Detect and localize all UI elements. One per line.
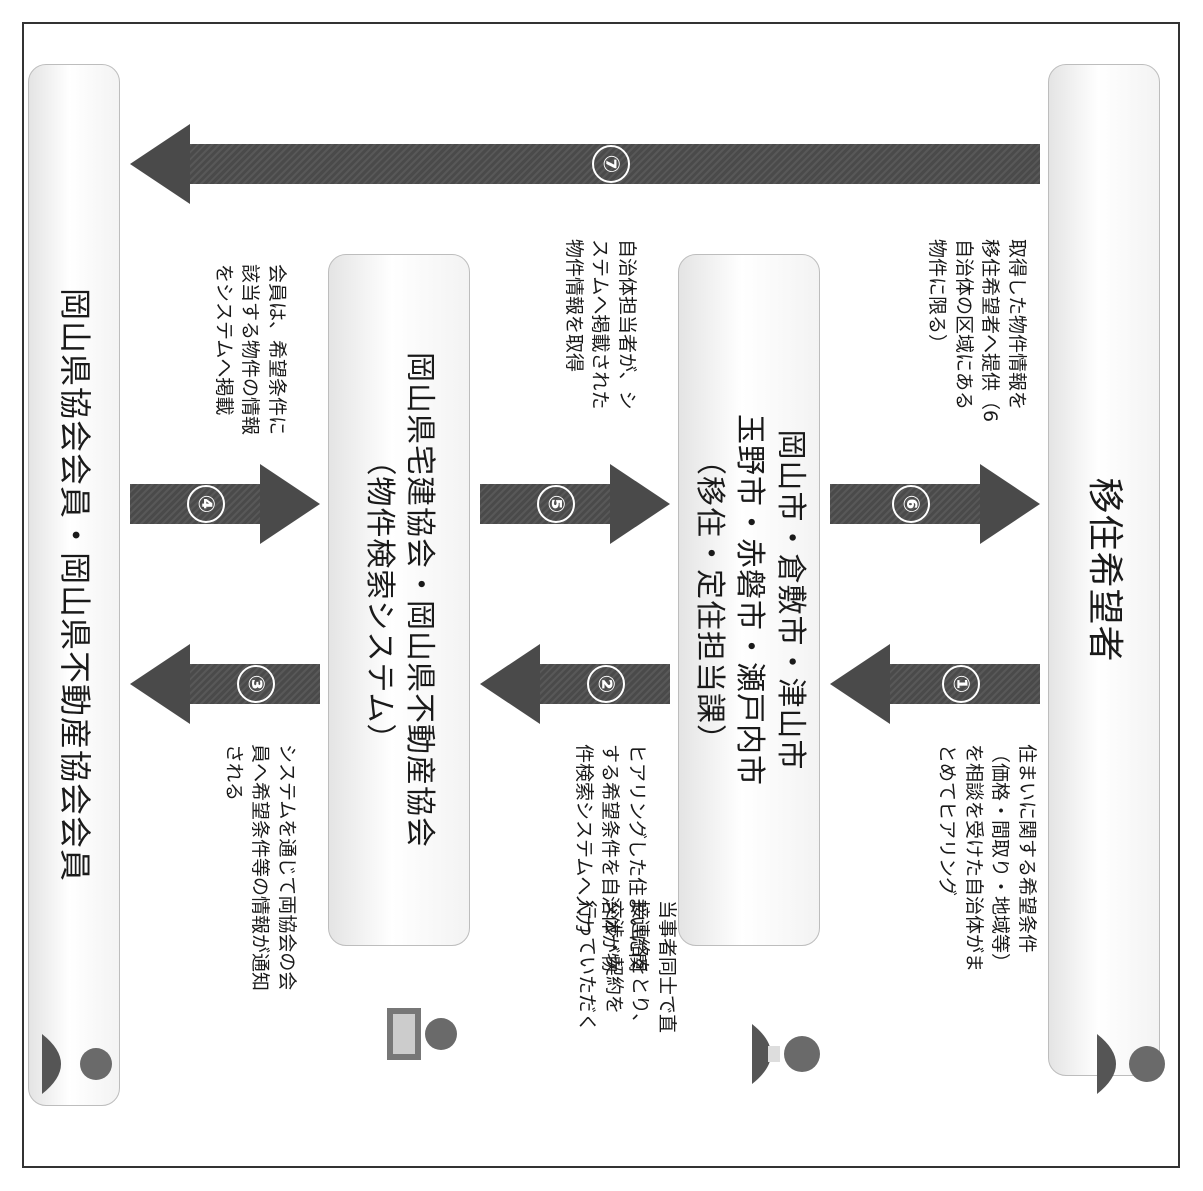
- step-5-number: ⑤: [537, 485, 575, 523]
- box-system-label: 岡山県宅建協会・岡山県不動産協会 （物件検索システム）: [362, 352, 438, 848]
- step-4-note: 会員は、希望条件に 該当する物件の情報 をシステムへ掲載: [212, 264, 288, 436]
- diagram-frame: 移住希望者 岡山市・倉敷市・津山市 玉野市・赤磐市・瀬戸内市 （移住・定住担当課…: [22, 22, 1180, 1168]
- box-municipal-label: 岡山市・倉敷市・津山市 玉野市・赤磐市・瀬戸内市 （移住・定住担当課）: [691, 414, 808, 786]
- step-6-number: ⑥: [892, 485, 930, 523]
- step-7-note-visible: 当事者同士で直 接連絡をとり、 交渉・契約を 行っていただく: [576, 900, 678, 1034]
- box-members-label: 岡山県協会会員・岡山県不動産協会会員: [55, 287, 94, 882]
- arrow-step-6: ⑥: [830, 464, 1040, 544]
- box-system: 岡山県宅建協会・岡山県不動産協会 （物件検索システム）: [328, 254, 470, 946]
- box-applicant-label: 移住希望者: [1084, 477, 1126, 663]
- step-7-number: ⑦: [592, 145, 630, 183]
- arrow-step-4: ④: [130, 464, 320, 544]
- person-computer-icon: [387, 1008, 457, 1060]
- box-applicant: 移住希望者: [1048, 64, 1160, 1076]
- arrow-step-5: ⑤: [480, 464, 670, 544]
- person-staff-icon: [752, 1024, 820, 1084]
- step-5-note: 自治体担当者が、シ ステムへ掲載された 物件情報を取得: [562, 239, 638, 410]
- step-3-number: ③: [237, 665, 275, 703]
- arrow-step-7: ⑦: [130, 124, 1040, 204]
- step-2-number: ②: [587, 665, 625, 703]
- step-1-note: 住まいに関する希望条件 （価格・間取り・地域等） を相談を受けた自治体がま とめ…: [936, 744, 1038, 973]
- person-applicant-icon: [1097, 1034, 1165, 1094]
- arrow-step-2: ②: [480, 644, 670, 724]
- step-3-note: システムを通じて両協会の会 員へ希望条件等の情報が通知 される: [222, 744, 298, 992]
- diagram-canvas: 移住希望者 岡山市・倉敷市・津山市 玉野市・赤磐市・瀬戸内市 （移住・定住担当課…: [22, 24, 1180, 1170]
- step-4-number: ④: [187, 485, 225, 523]
- step-1-number: ①: [942, 665, 980, 703]
- box-municipal: 岡山市・倉敷市・津山市 玉野市・赤磐市・瀬戸内市 （移住・定住担当課）: [678, 254, 820, 946]
- step-6-note: 取得した物件情報を 移住希望者へ提供（6 自治体の区域にある 物件に限る）: [926, 239, 1028, 423]
- box-members: 岡山県協会会員・岡山県不動産協会会員: [28, 64, 120, 1106]
- arrow-step-3: ③: [130, 644, 320, 724]
- person-member-icon: [42, 1034, 112, 1094]
- arrow-step-1: ①: [830, 644, 1040, 724]
